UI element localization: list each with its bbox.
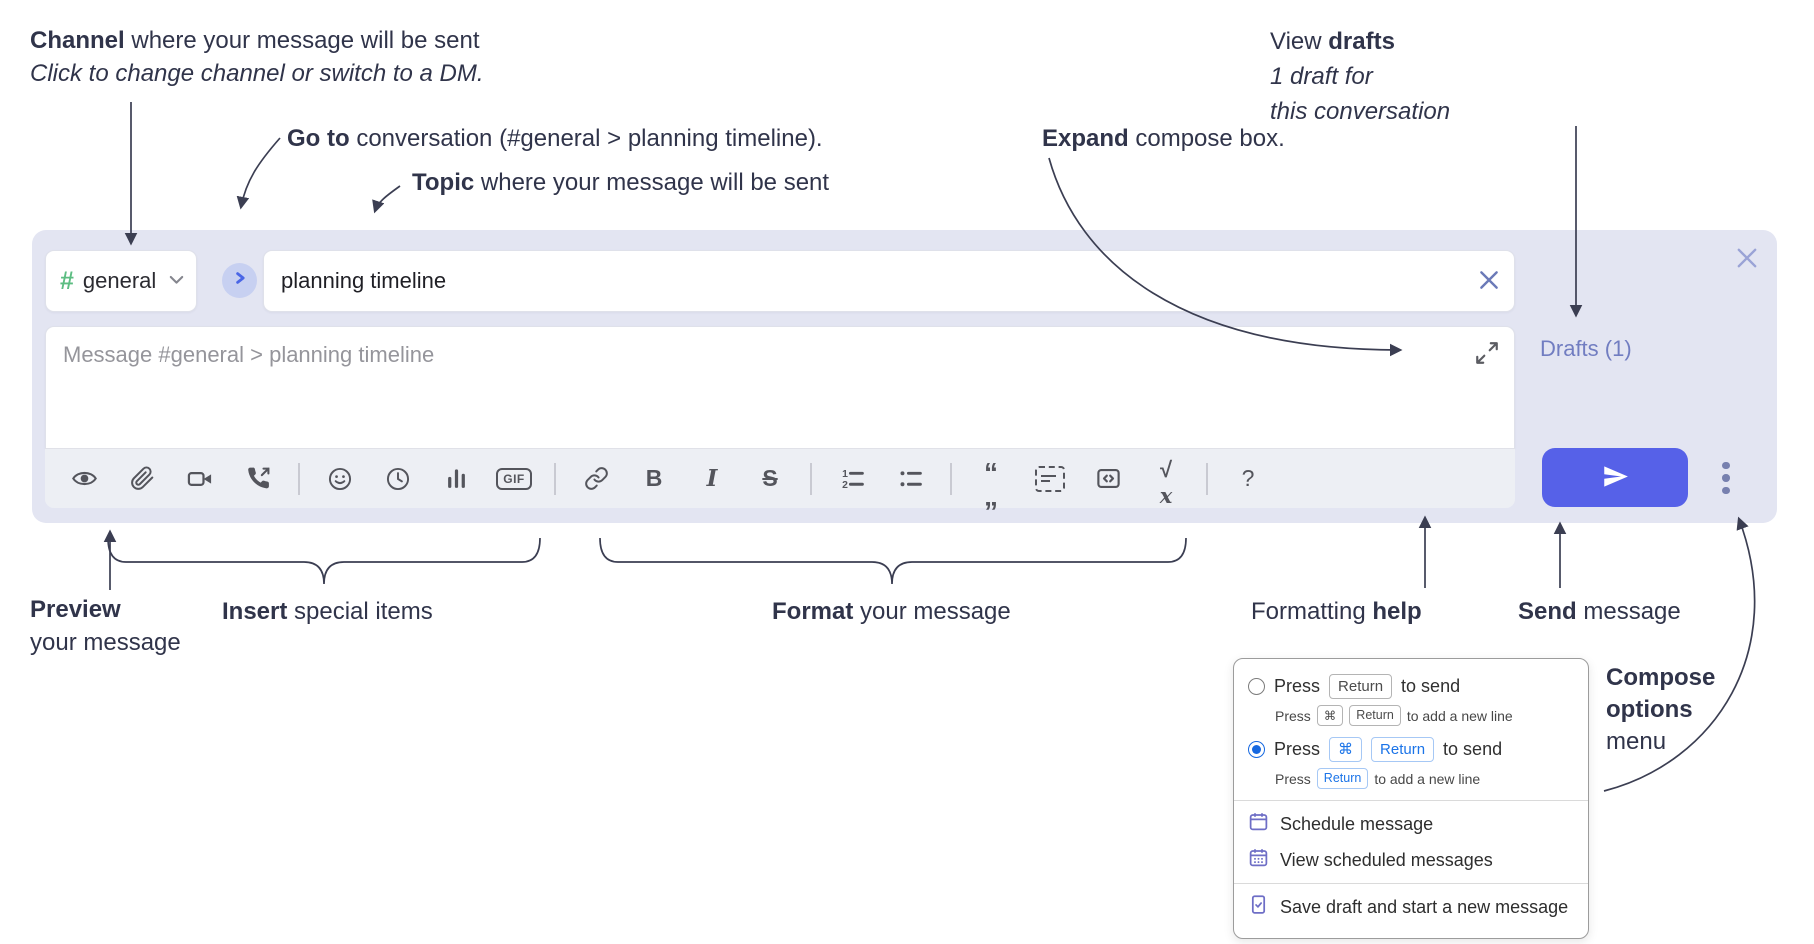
channel-hash-icon: # bbox=[60, 266, 74, 295]
toolbar-divider bbox=[554, 462, 556, 495]
chevron-down-icon bbox=[169, 272, 184, 290]
line-go-to bbox=[236, 137, 281, 210]
compose-options-menu-button[interactable] bbox=[1706, 458, 1746, 498]
toolbar-divider bbox=[298, 462, 300, 495]
annotation-go-to: Go to conversation (#general > planning … bbox=[287, 125, 823, 152]
send-option-return[interactable]: Press Return to send bbox=[1248, 674, 1574, 699]
channel-name: general bbox=[82, 268, 157, 293]
chevron-right-icon bbox=[233, 271, 247, 290]
message-field bbox=[45, 326, 1515, 448]
compose-box: # general bbox=[32, 230, 1777, 527]
close-icon bbox=[1477, 268, 1501, 295]
menu-item-save-draft[interactable]: Save draft and start a new message bbox=[1248, 894, 1574, 920]
go-to-conversation-button[interactable] bbox=[222, 263, 257, 298]
formatting-help-icon[interactable]: ? bbox=[1241, 465, 1255, 491]
send-option-cmd-return-hint: Press Return to add a new line bbox=[1275, 768, 1574, 789]
global-time-clock-icon[interactable] bbox=[378, 457, 418, 501]
italic-icon[interactable]: I bbox=[706, 465, 718, 492]
close-compose-icon[interactable] bbox=[1735, 246, 1759, 275]
attach-paperclip-icon[interactable] bbox=[122, 457, 162, 501]
key-cmd: ⌘ bbox=[1316, 705, 1344, 726]
svg-text:2: 2 bbox=[842, 480, 848, 491]
channel-selector[interactable]: # general bbox=[45, 250, 197, 312]
toolbar-divider bbox=[810, 462, 812, 495]
annotation-format: Format your message bbox=[772, 598, 1011, 625]
annotation-channel: Channel where your message will be sent … bbox=[30, 27, 484, 87]
send-option-return-hint: Press ⌘ Return to add a new line bbox=[1275, 705, 1574, 726]
key-return: Return bbox=[1349, 705, 1401, 726]
topic-field bbox=[263, 250, 1515, 312]
annotation-view-drafts: View drafts 1 draft for this conversatio… bbox=[1270, 28, 1451, 125]
annotation-preview: Preview your message bbox=[30, 596, 181, 656]
key-return: Return bbox=[1329, 674, 1393, 699]
clear-topic-button[interactable] bbox=[1477, 268, 1501, 295]
topic-input[interactable] bbox=[264, 268, 1477, 294]
strikethrough-icon[interactable]: S bbox=[762, 465, 778, 491]
calendar-icon bbox=[1248, 811, 1269, 837]
drafts-link[interactable]: Drafts (1) bbox=[1540, 336, 1632, 361]
annotation-expand: Expand compose box. bbox=[1042, 125, 1285, 152]
brace-insert bbox=[107, 537, 541, 585]
line-topic bbox=[372, 185, 401, 214]
key-return: Return bbox=[1316, 768, 1369, 789]
svg-text:1: 1 bbox=[842, 469, 848, 480]
message-input[interactable] bbox=[46, 327, 1514, 448]
expand-compose-icon[interactable] bbox=[1474, 340, 1500, 371]
math-icon[interactable]: √x bbox=[1159, 456, 1173, 508]
toolbar-divider bbox=[950, 462, 952, 495]
calendar-grid-icon bbox=[1248, 847, 1269, 873]
bulleted-list-icon[interactable] bbox=[890, 457, 930, 501]
video-call-icon[interactable] bbox=[180, 457, 220, 501]
menu-divider bbox=[1234, 883, 1588, 884]
annotation-topic: Topic where your message will be sent bbox=[412, 169, 830, 196]
send-button[interactable] bbox=[1542, 448, 1688, 507]
bold-icon[interactable]: B bbox=[645, 465, 663, 491]
key-cmd: ⌘ bbox=[1329, 737, 1363, 762]
gif-icon[interactable]: GIF bbox=[494, 457, 534, 501]
send-option-cmd-return[interactable]: Press ⌘ Return to send bbox=[1248, 737, 1574, 762]
preview-eye-icon[interactable] bbox=[64, 457, 104, 501]
menu-item-view-scheduled-messages[interactable]: View scheduled messages bbox=[1248, 847, 1574, 873]
radio-unselected-icon[interactable] bbox=[1248, 678, 1265, 695]
audio-call-icon[interactable] bbox=[238, 457, 278, 501]
poll-bar-chart-icon[interactable] bbox=[436, 457, 476, 501]
emoji-smiley-icon[interactable] bbox=[320, 457, 360, 501]
quote-icon[interactable]: “” bbox=[984, 456, 1000, 527]
compose-options-menu: Press Return to send Press ⌘ Return to a… bbox=[1233, 658, 1589, 939]
menu-item-schedule-message[interactable]: Schedule message bbox=[1248, 811, 1574, 837]
menu-divider bbox=[1234, 800, 1588, 801]
brace-format bbox=[599, 537, 1187, 585]
link-icon[interactable] bbox=[576, 457, 616, 501]
annotation-insert: Insert special items bbox=[222, 598, 433, 625]
spoiler-icon[interactable] bbox=[1030, 457, 1070, 501]
send-plane-icon bbox=[1602, 463, 1629, 493]
save-draft-icon bbox=[1248, 894, 1269, 920]
toolbar-divider bbox=[1206, 462, 1208, 495]
code-icon[interactable] bbox=[1088, 457, 1128, 501]
annotation-compose-options: Compose options menu bbox=[1606, 664, 1716, 755]
annotation-formatting-help: Formatting help bbox=[1251, 598, 1422, 625]
radio-selected-icon[interactable] bbox=[1248, 741, 1265, 758]
key-return: Return bbox=[1371, 737, 1435, 762]
annotation-send: Send message bbox=[1518, 598, 1681, 625]
